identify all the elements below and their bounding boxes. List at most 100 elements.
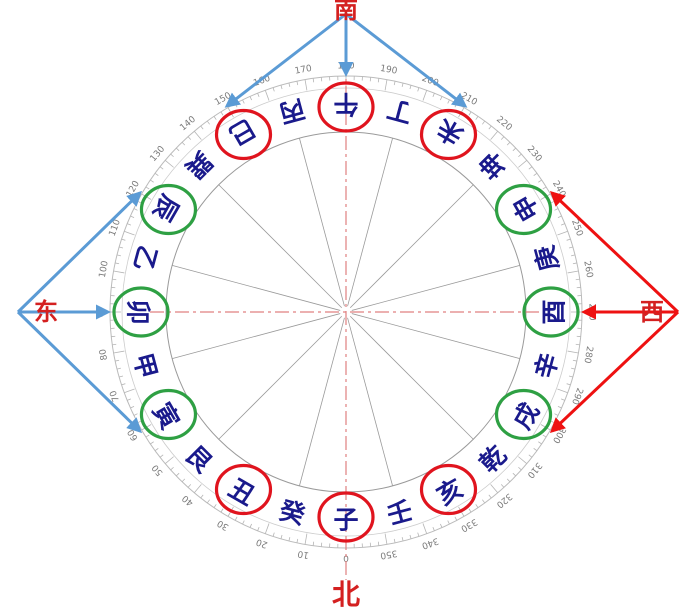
sector-line <box>218 315 343 440</box>
degree-label: 10 <box>297 548 310 560</box>
degree-label: 300 <box>550 425 567 445</box>
mountain-label: 午 <box>333 90 358 119</box>
scale-tick <box>112 343 117 346</box>
sector-line <box>349 315 474 440</box>
mountain-label: 癸 <box>275 495 309 530</box>
direction-arrow <box>16 190 143 314</box>
mountain-label: 辰 <box>147 190 185 226</box>
scale-tick <box>133 413 138 416</box>
scale-tick <box>567 270 579 274</box>
degree-label: 330 <box>459 516 479 533</box>
scale-tick <box>234 516 238 521</box>
degree-label: 0 <box>343 553 349 563</box>
red-ring-marker <box>317 491 375 543</box>
scale-tick <box>550 200 555 204</box>
scale-tick <box>439 96 443 101</box>
green-ring-marker <box>139 183 198 236</box>
scale-tick <box>571 254 576 257</box>
scale-tick <box>468 508 472 513</box>
scale-tick <box>272 87 275 92</box>
scale-tick <box>377 541 380 546</box>
mountain-label: 庚 <box>530 242 564 274</box>
scale-tick <box>550 420 555 424</box>
degree-label: 40 <box>180 492 195 507</box>
scale-tick <box>454 103 458 108</box>
mountain-label: 丙 <box>276 94 308 128</box>
scale-tick <box>280 85 283 90</box>
scale-tick <box>150 179 154 183</box>
red-ring-marker <box>419 463 478 516</box>
mountain-label: 乾 <box>474 440 512 478</box>
scale-tick <box>296 81 299 86</box>
green-ring-marker <box>494 388 553 441</box>
scale-tick <box>121 238 126 241</box>
scale-tick <box>500 484 505 488</box>
center-axes <box>150 36 542 580</box>
mountain-label: 卯 <box>124 299 153 324</box>
scale-tick <box>124 388 135 394</box>
degree-label: 120 <box>125 179 142 199</box>
direction-arrow <box>345 12 468 108</box>
scale-tick <box>518 466 522 471</box>
scale-tick <box>113 350 125 354</box>
degree-label: 70 <box>109 389 122 403</box>
scale-tick <box>242 99 245 104</box>
scale-tick <box>560 223 565 226</box>
scale-tick <box>554 208 559 211</box>
scale-tick <box>145 434 150 438</box>
mountain-label: 亥 <box>432 473 468 511</box>
scale-tick <box>566 383 571 386</box>
scale-tick <box>137 420 142 424</box>
sector-line <box>351 265 520 311</box>
scale-tick <box>475 116 479 120</box>
green-ring-marker <box>494 183 553 236</box>
scale-tick <box>468 111 472 116</box>
direction-north-label: 北 <box>332 578 360 611</box>
degree-label: 170 <box>294 64 313 77</box>
scale-tick <box>542 186 547 190</box>
scale-tick <box>264 90 270 101</box>
mountain-label: 坤 <box>474 146 512 184</box>
sector-line <box>299 317 345 486</box>
scale-tick <box>242 520 245 525</box>
scale-tick <box>257 93 260 98</box>
scale-tick <box>130 405 135 409</box>
scale-tick <box>187 484 192 488</box>
degree-label: 50 <box>150 462 165 477</box>
scale-tick <box>432 526 435 531</box>
scale-tick <box>557 230 568 236</box>
scale-tick <box>482 499 486 504</box>
mountain-label: 丁 <box>384 94 416 128</box>
mountain-label: 乙 <box>128 242 162 274</box>
scale-tick <box>213 116 217 120</box>
scale-tick <box>554 413 559 416</box>
mountain-label: 寅 <box>147 398 185 434</box>
scale-tick <box>482 120 486 125</box>
scale-tick <box>512 147 517 152</box>
scale-tick <box>528 454 533 458</box>
scale-tick <box>116 367 121 370</box>
sector-line <box>347 317 393 486</box>
scale-tick <box>220 508 224 513</box>
green-ring-marker <box>139 388 198 441</box>
sector-line <box>347 138 393 307</box>
scale-tick <box>506 141 511 146</box>
scale-tick <box>490 130 499 140</box>
scale-tick <box>181 141 186 146</box>
degree-label: 80 <box>98 348 110 361</box>
degree-label: 190 <box>379 64 398 77</box>
mountain-label: 甲 <box>128 350 162 382</box>
mountain-markers <box>112 81 580 543</box>
scale-tick <box>159 454 164 458</box>
mountain-label: 丑 <box>224 473 260 511</box>
scale-tick <box>568 246 573 249</box>
scale-tick <box>193 484 202 494</box>
scale-tick <box>432 93 435 98</box>
scale-tick <box>566 238 571 241</box>
mountain-label: 戌 <box>507 398 545 434</box>
scale-tick <box>538 441 542 445</box>
degree-label: 350 <box>379 547 398 560</box>
scale-tick <box>112 278 117 281</box>
scale-tick <box>280 534 283 539</box>
